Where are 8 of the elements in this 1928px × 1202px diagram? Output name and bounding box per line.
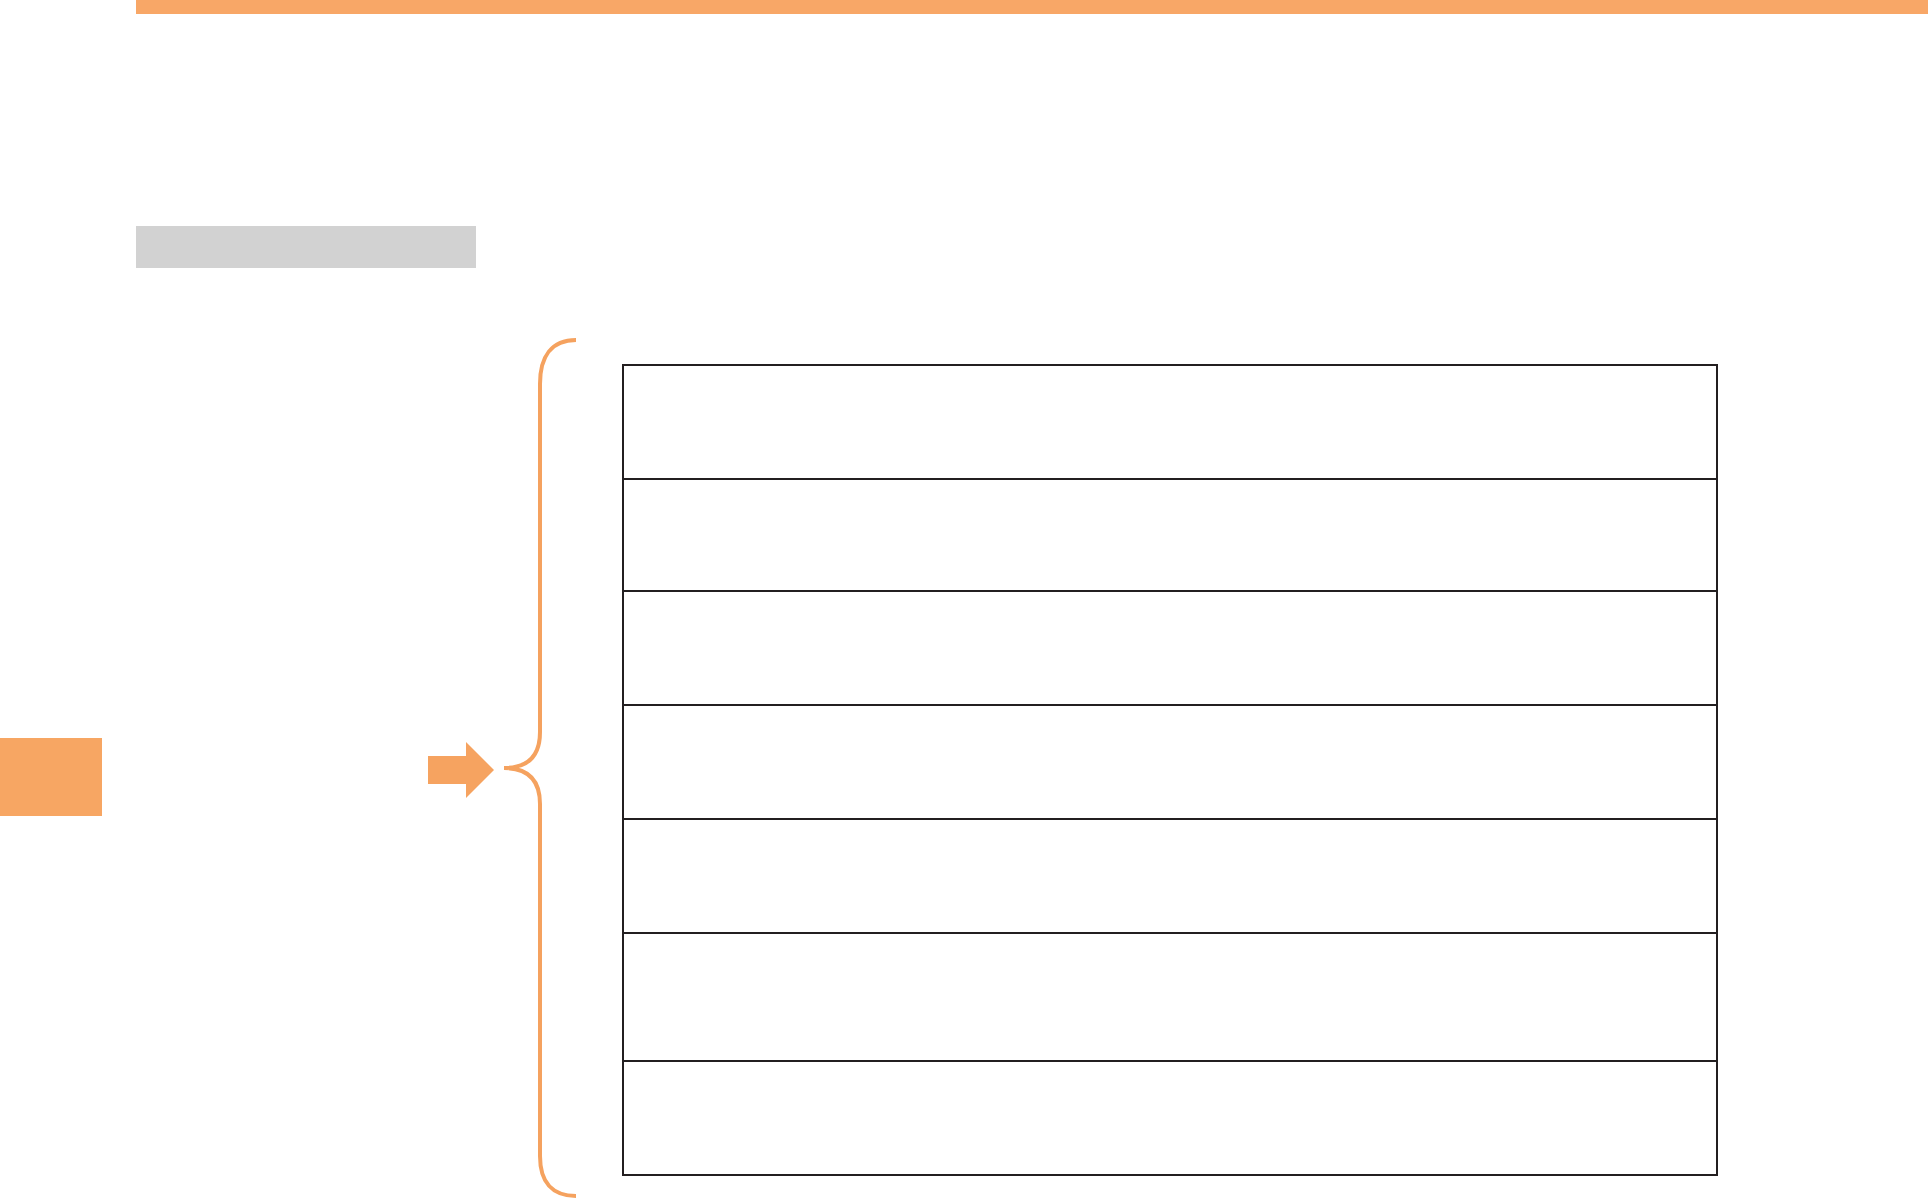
empty-box	[622, 818, 1718, 935]
empty-box	[622, 364, 1718, 481]
heading-bar	[136, 226, 476, 268]
empty-box	[622, 590, 1718, 707]
empty-box	[622, 1060, 1718, 1175]
empty-box	[622, 478, 1718, 593]
empty-box	[622, 932, 1718, 1063]
empty-box	[622, 704, 1718, 821]
